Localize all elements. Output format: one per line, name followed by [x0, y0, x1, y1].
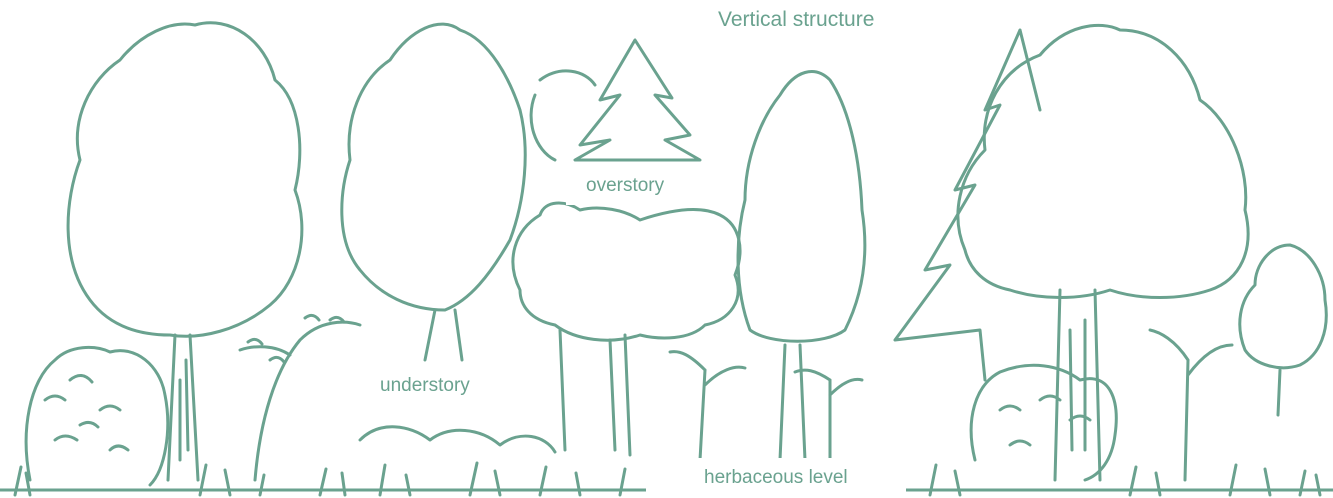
overstory-label: overstory	[566, 168, 684, 205]
conifer-top	[531, 40, 700, 160]
sapling-right	[1150, 330, 1232, 480]
herbaceous-level-label: herbaceous level	[646, 458, 906, 498]
central-canopy	[513, 203, 740, 455]
young-trees	[670, 352, 862, 460]
small-tree-far-right	[1240, 245, 1326, 415]
narrow-tree	[738, 72, 865, 460]
understory-label: understory	[358, 368, 492, 407]
round-tree-middle	[342, 24, 525, 360]
left-shrub	[26, 347, 168, 485]
tall-tree-right	[958, 25, 1248, 480]
diagram-title: Vertical structure	[718, 9, 874, 30]
right-shrub	[971, 365, 1116, 480]
conifer-right	[895, 30, 1040, 380]
sapling-left	[240, 315, 360, 480]
